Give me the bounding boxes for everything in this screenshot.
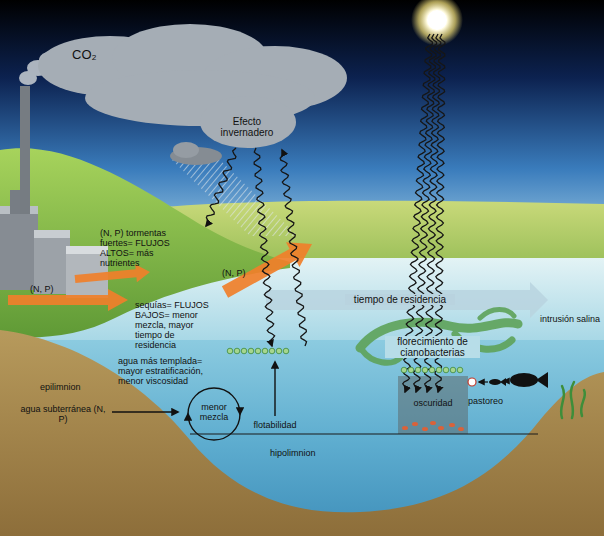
greenhouse-ray (254, 148, 274, 346)
cyanobacteria-colony (269, 348, 275, 354)
buoyancy-arrow (274, 362, 275, 416)
cyanobacteria-colony (443, 367, 449, 373)
greenhouse-ray (206, 148, 236, 226)
cyanobacteria-colony (234, 348, 240, 354)
nutrient-arrow (8, 289, 128, 311)
condition-note: agua más templada= mayor estratificación… (118, 356, 228, 386)
process-label: florecimiento de cianobacterias (385, 336, 480, 358)
cyanobacteria-colony (429, 367, 435, 373)
cyanobacteria-colony (436, 367, 442, 373)
seaweed (561, 382, 585, 418)
cyanobacteria-colony (422, 367, 428, 373)
cyanobacteria-colony (283, 348, 289, 354)
lake-basin (0, 330, 604, 536)
cyanobacteria-colony (401, 367, 407, 373)
source-label: agua subterránea (N, P) (18, 404, 108, 424)
process-label: oscuridad (403, 398, 463, 408)
process-label: Efecto invernadero (216, 116, 278, 138)
groundwater-arrow (112, 411, 178, 412)
cyanobacteria-colony (450, 367, 456, 373)
cyanobacteria-colony (241, 348, 247, 354)
co2-cloud (38, 24, 347, 148)
sediment-particles (402, 421, 464, 431)
city (0, 190, 108, 298)
mixing-circle (188, 388, 240, 440)
cyanobacteria-colony (408, 367, 414, 373)
smokestack (20, 86, 30, 214)
process-label: flotabilidad (250, 420, 300, 430)
darkness-column (398, 376, 468, 434)
sun (427, 10, 447, 30)
cyanobacteria-colony (262, 348, 268, 354)
cyanobacteria-colony (255, 348, 261, 354)
process-label: intrusión salina (540, 314, 600, 324)
greenhouse-ray (280, 150, 306, 346)
cyanobacteria-colony (415, 367, 421, 373)
layer-label: epilimnion (40, 382, 102, 392)
rain-cloud (170, 142, 298, 236)
cyanobacteria-colony (276, 348, 282, 354)
cyanobacteria-colony (248, 348, 254, 354)
thermocline-line (190, 433, 538, 434)
cyanobacteria-colony (227, 348, 233, 354)
process-label: menor mezcla (189, 402, 239, 422)
gas-label: CO₂ (72, 48, 116, 63)
layer-label: hipolimnion (270, 448, 332, 458)
cyanobacteria-colony (457, 367, 463, 373)
nutrient-label: (N, P) (30, 284, 70, 294)
process-label: pastoreo (468, 396, 514, 406)
flow-note: (N, P) tormentas fuertes= FLUJOS ALTOS= … (100, 228, 182, 268)
flow-note: sequías= FLUJOS BAJOS= menor mezcla, may… (135, 300, 217, 350)
process-label: tiempo de residencia (345, 294, 455, 305)
fish (468, 372, 548, 388)
cyanobacteria-bloom (360, 310, 518, 363)
nutrient-label: (N, P) (222, 268, 258, 278)
